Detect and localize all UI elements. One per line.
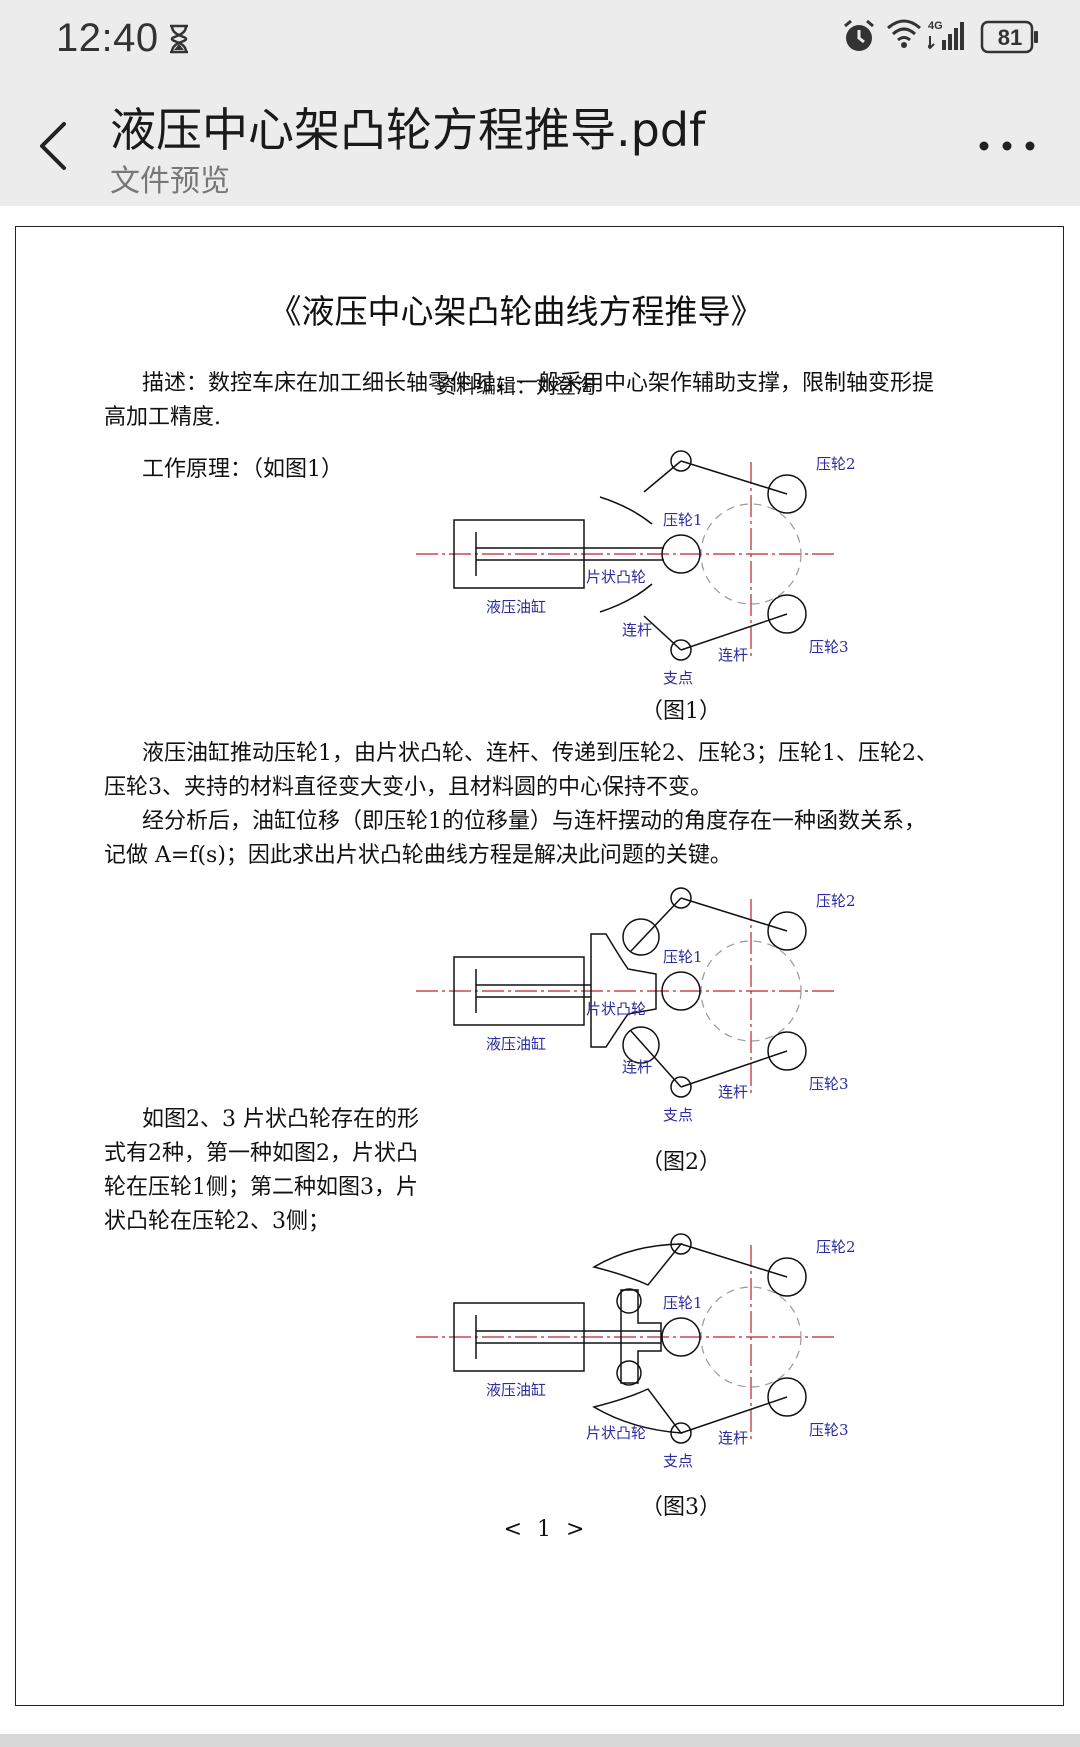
- svg-text:片状凸轮: 片状凸轮: [586, 1000, 646, 1018]
- svg-text:片状凸轮: 片状凸轮: [586, 568, 646, 586]
- svg-text:压轮3: 压轮3: [809, 1075, 849, 1093]
- figure-3: 压轮2 压轮1 液压油缸 片状凸轮 连杆 压轮3 支点: [416, 1233, 856, 1470]
- battery-level: 81: [997, 25, 1023, 50]
- alarm-icon: [844, 19, 874, 51]
- cellular-icon: 4G: [928, 20, 964, 50]
- app-bar: 液压中心架凸轮方程推导.pdf 文件预览: [0, 84, 1080, 206]
- battery-icon: 81: [980, 20, 1040, 54]
- svg-text:压轮1: 压轮1: [663, 511, 703, 529]
- pdf-editor: 资料编辑：刘登淘: [436, 374, 596, 398]
- cam-forms-paragraph: 如图2、3 片状凸轮存在的形 式有2种，第一种如图2，片状凸 轮在压轮1侧；第二…: [104, 1107, 419, 1234]
- wifi-icon: [887, 19, 921, 48]
- mechanism-paragraph: 液压油缸推动压轮1，由片状凸轮、连杆、传递到压轮2、压轮3；压轮1、压轮2、 压…: [104, 741, 938, 868]
- figure-3-caption: （图3）: [641, 1495, 721, 1520]
- more-options-button[interactable]: [972, 122, 1042, 170]
- svg-text:支点: 支点: [663, 1452, 693, 1470]
- svg-text:压轮1: 压轮1: [663, 1294, 703, 1312]
- svg-text:液压油缸: 液压油缸: [486, 1035, 546, 1053]
- network-type: 4G: [928, 20, 943, 32]
- more-options-icon: [979, 141, 1035, 151]
- back-arrow-icon: [40, 122, 66, 170]
- svg-text:连杆: 连杆: [622, 1058, 652, 1076]
- svg-text:液压油缸: 液压油缸: [486, 1381, 546, 1399]
- figure-1: 压轮2 压轮1 片状凸轮 液压油缸 连杆 连杆 压轮3 支点: [416, 450, 856, 687]
- pdf-page: 《液压中心架凸轮曲线方程推导》 资料编辑：刘登淘 描述：数控车床在加工细长轴零件…: [15, 226, 1064, 1706]
- status-icons: 4G 81: [842, 18, 1042, 58]
- hourglass-icon: [170, 24, 188, 54]
- svg-text:连杆: 连杆: [718, 1429, 748, 1447]
- svg-text:压轮2: 压轮2: [816, 1238, 856, 1256]
- page-number[interactable]: < 1 >: [503, 1517, 589, 1542]
- figure-1-caption: （图1）: [641, 699, 721, 724]
- document-subtitle: 文件预览: [110, 164, 230, 199]
- svg-text:连杆: 连杆: [718, 646, 748, 664]
- pdf-viewer[interactable]: 《液压中心架凸轮曲线方程推导》 资料编辑：刘登淘 描述：数控车床在加工细长轴零件…: [0, 206, 1080, 1747]
- svg-text:连杆: 连杆: [622, 621, 652, 639]
- svg-text:压轮3: 压轮3: [809, 1421, 849, 1439]
- svg-text:片状凸轮: 片状凸轮: [586, 1424, 646, 1442]
- figure-2-caption: （图2）: [641, 1150, 721, 1175]
- status-time: 12:40: [56, 16, 159, 60]
- svg-text:支点: 支点: [663, 669, 693, 687]
- principle-heading: 工作原理：（如图1）: [142, 457, 343, 482]
- pdf-heading: 《液压中心架凸轮曲线方程推导》: [268, 292, 764, 331]
- bottom-scroll-strip: [0, 1734, 1080, 1747]
- svg-text:连杆: 连杆: [718, 1083, 748, 1101]
- description-paragraph: 描述：数控车床在加工细长轴零件时，一般采用中心架作辅助支撑，限制轴变形提 高加工…: [104, 371, 935, 430]
- figure-2: 压轮2 压轮1 片状凸轮 液压油缸 连杆 连杆 压轮3 支点: [416, 887, 856, 1124]
- back-button[interactable]: [30, 110, 86, 182]
- svg-text:压轮1: 压轮1: [663, 948, 703, 966]
- status-bar: 12:40 4G 81: [0, 0, 1080, 84]
- svg-text:支点: 支点: [663, 1106, 693, 1124]
- svg-text:压轮2: 压轮2: [816, 892, 856, 910]
- svg-text:压轮2: 压轮2: [816, 455, 856, 473]
- svg-text:压轮3: 压轮3: [809, 638, 849, 656]
- document-title: 液压中心架凸轮方程推导.pdf: [110, 103, 706, 157]
- svg-text:液压油缸: 液压油缸: [486, 598, 546, 616]
